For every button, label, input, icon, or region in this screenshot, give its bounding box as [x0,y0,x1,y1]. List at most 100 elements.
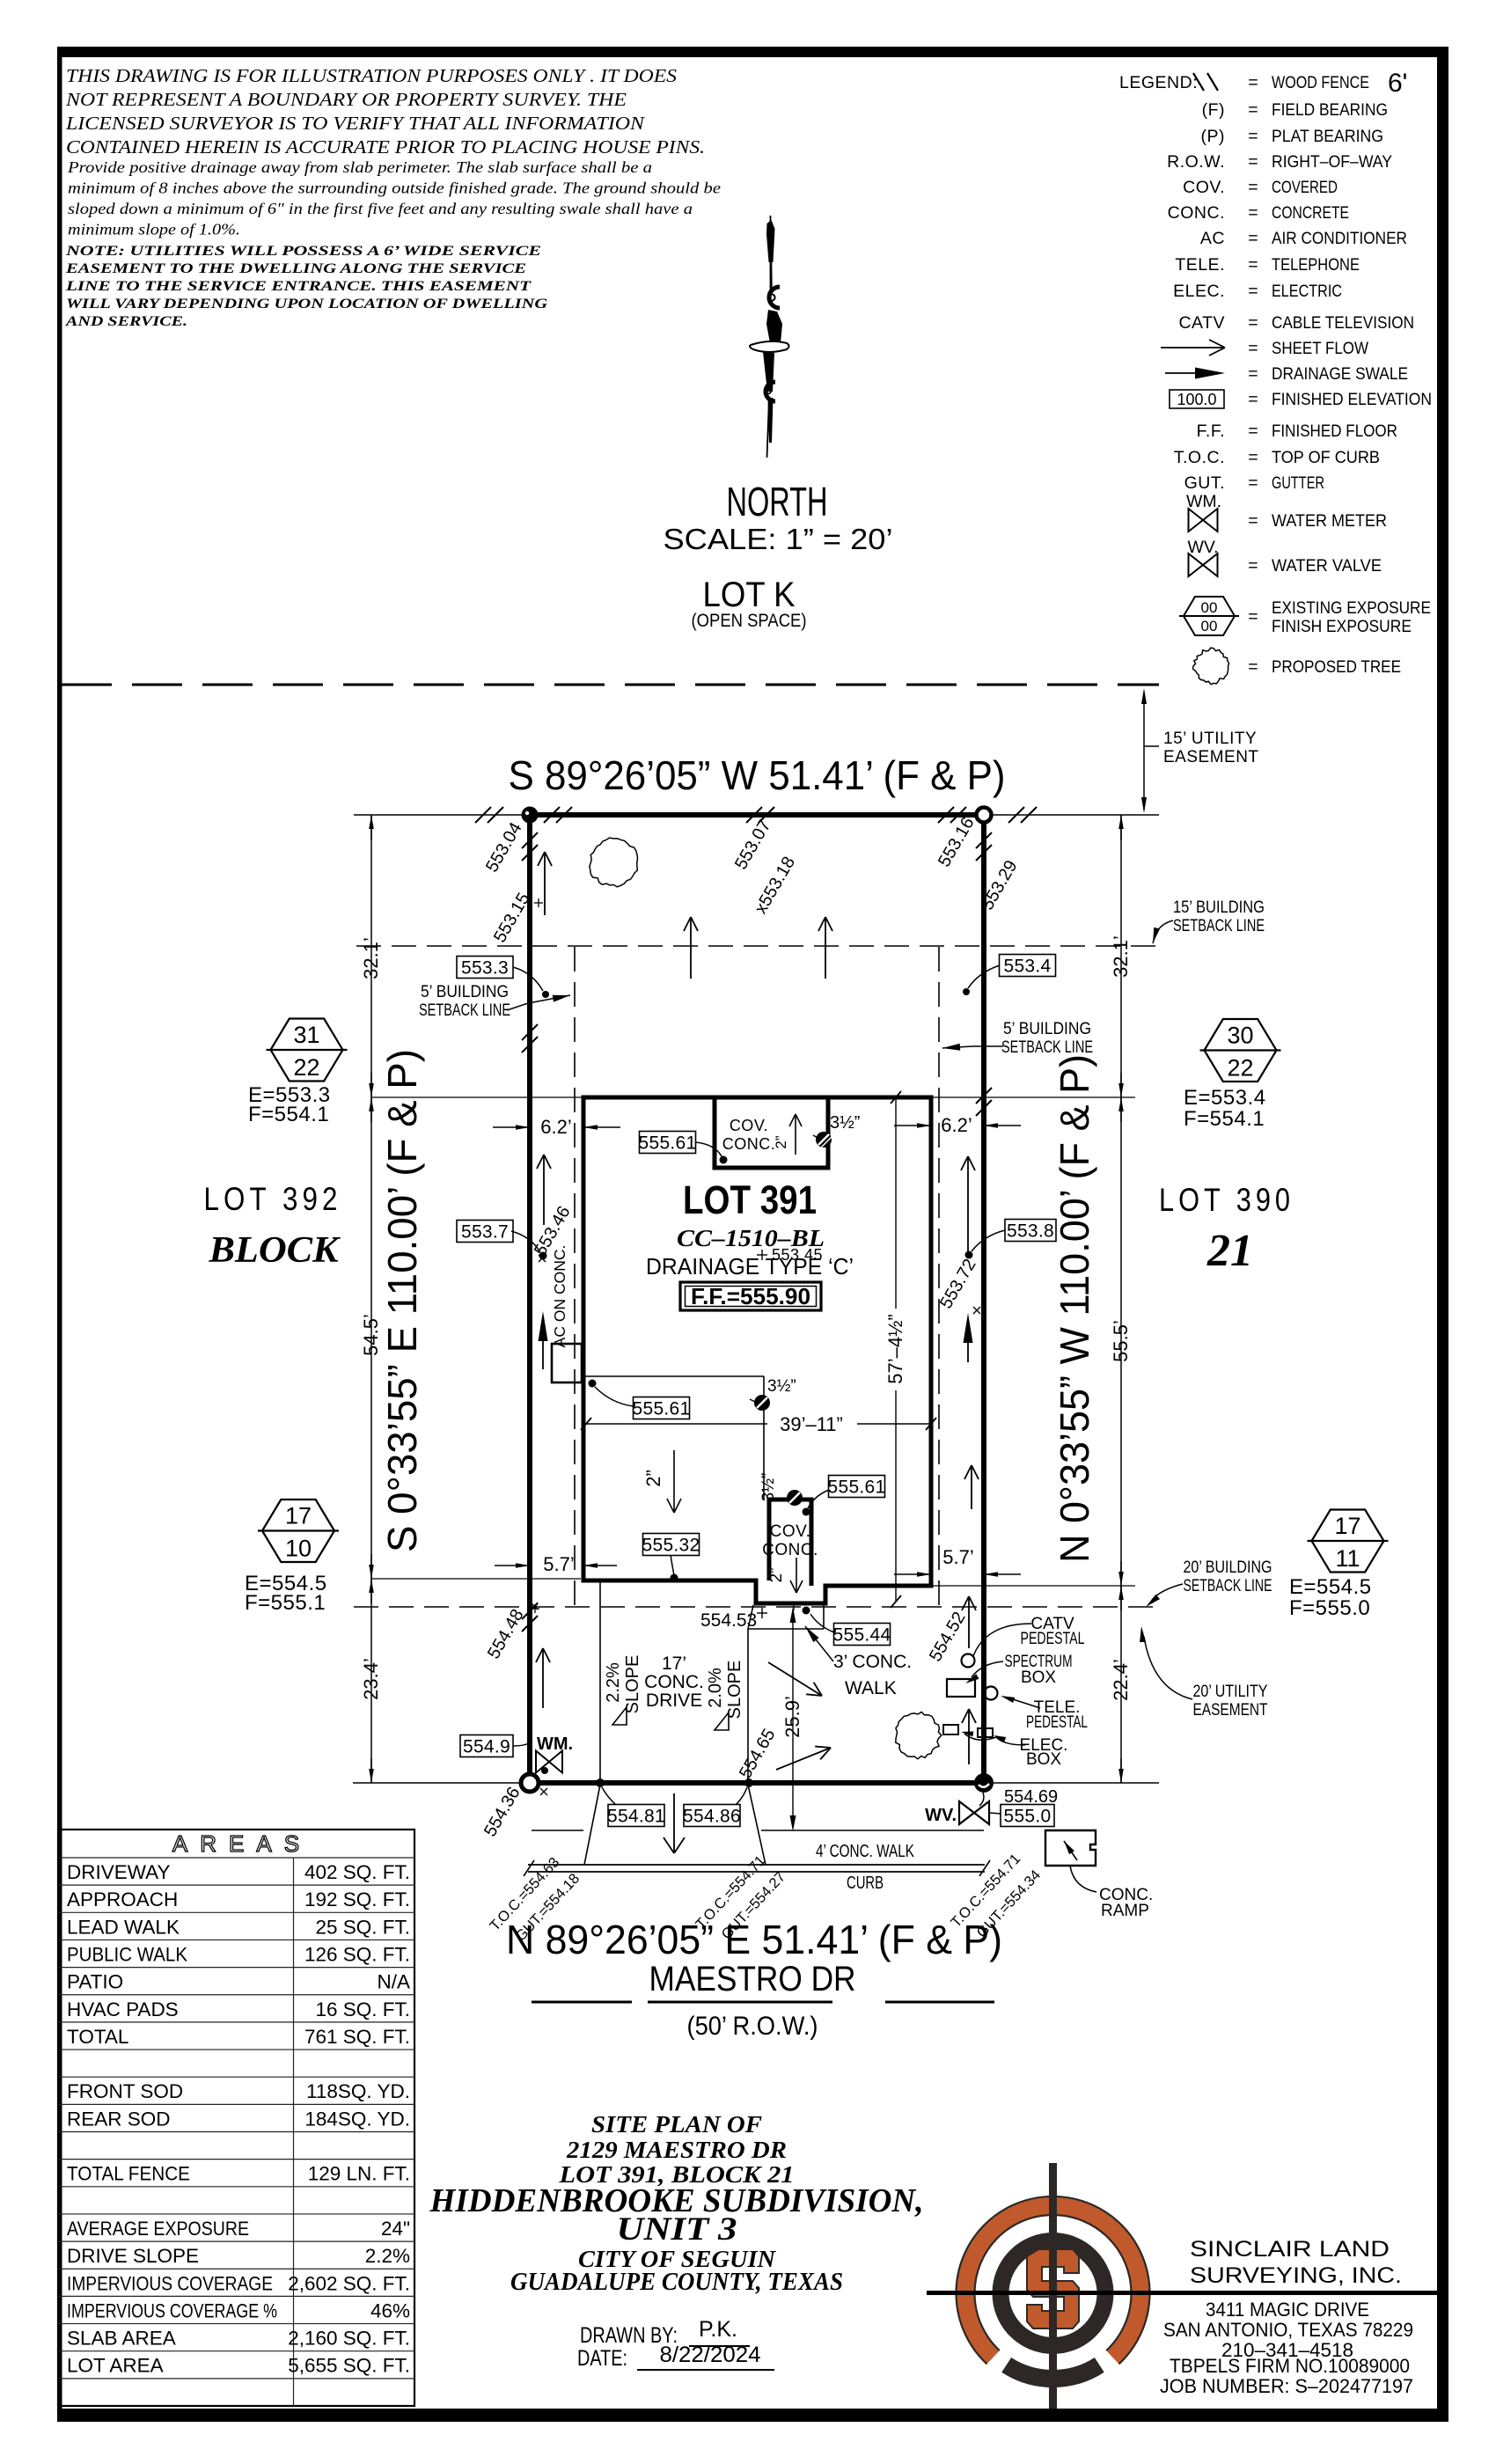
svg-text:WV.: WV. [1187,538,1218,557]
svg-text:22.4’: 22.4’ [1110,1659,1132,1701]
svg-text:CURB: CURB [847,1874,884,1893]
svg-text:N 89°26’05” E 51.41’ (F &: N 89°26’05” E 51.41’ (F & P) [506,1917,1002,1962]
svg-text:=: = [1248,448,1258,467]
svg-text:N 0°33’55” W 110.00’ (F &: N 0°33’55” W 110.00’ (F & P) [1052,1054,1097,1563]
svg-text:554.69: 554.69 [1004,1787,1058,1807]
svg-text:LICENSED SURVEYOR IS TO VERIFY: LICENSED SURVEYOR IS TO VERIFY THAT ALL … [65,113,645,134]
svg-text:WM.: WM. [1186,492,1221,511]
svg-text:39’–11”: 39’–11” [780,1413,843,1435]
svg-text:minimum slope of 1.0%.: minimum slope of 1.0%. [68,221,240,238]
svg-text:SHEET FLOW: SHEET FLOW [1272,339,1369,358]
svg-text:553.45: 553.45 [772,1246,823,1264]
svg-text:22: 22 [293,1054,319,1081]
svg-text:LINE TO THE SERVICE ENTRANCE.: LINE TO THE SERVICE ENTRANCE. THIS EASEM… [65,279,532,294]
svg-text:54.5’: 54.5’ [360,1314,382,1356]
svg-text:LEGEND:: LEGEND: [1119,73,1198,92]
svg-text:57’–4½”: 57’–4½” [884,1314,906,1384]
svg-text:SLAB AREA: SLAB AREA [67,2328,176,2350]
svg-text:AND SERVICE.: AND SERVICE. [65,314,187,329]
svg-text:2.0%: 2.0% [706,1668,725,1708]
svg-text:=: = [1248,607,1258,627]
svg-text:GUTTER: GUTTER [1272,473,1324,493]
svg-text:WATER METER: WATER METER [1272,511,1387,531]
svg-text:CONTAINED HEREIN IS ACCURATE P: CONTAINED HEREIN IS ACCURATE PRIOR TO PL… [66,136,705,158]
svg-text:BOX: BOX [1026,1750,1061,1769]
svg-text:554.81: 554.81 [607,1807,665,1827]
svg-text:555.32: 555.32 [642,1536,700,1556]
svg-text:GUADALUPE COUNTY, TEXAS: GUADALUPE COUNTY, TEXAS [510,2268,843,2296]
svg-text:6.2’: 6.2’ [540,1116,571,1138]
svg-text:WALK: WALK [845,1678,897,1698]
svg-text:EASEMENT: EASEMENT [1163,748,1259,766]
svg-text:SURVEYING, INC.: SURVEYING, INC. [1190,2263,1402,2288]
svg-text:FINISHED ELEVATION: FINISHED ELEVATION [1272,390,1432,409]
svg-text:24": 24" [381,2218,410,2240]
svg-text:2.2%: 2.2% [604,1662,623,1703]
svg-text:SITE PLAN OF: SITE PLAN OF [591,2111,762,2138]
svg-text:CONC.: CONC. [644,1672,704,1692]
svg-text:WATER VALVE: WATER VALVE [1272,556,1382,576]
svg-text:THIS DRAWING IS FOR ILLUSTRATI: THIS DRAWING IS FOR ILLUSTRATION PURPOSE… [66,65,678,86]
svg-text:5’ BUILDING: 5’ BUILDING [1003,1020,1091,1038]
svg-text:SETBACK LINE: SETBACK LINE [1184,1577,1272,1595]
svg-text:TELE.: TELE. [1034,1698,1081,1717]
svg-text:=: = [1248,152,1258,172]
svg-text:555.61: 555.61 [638,1133,696,1154]
svg-text:LOT K: LOT K [703,576,796,614]
svg-text:CATV: CATV [1030,1615,1074,1633]
svg-text:E=553.4: E=553.4 [1184,1086,1266,1110]
svg-text:N/A: N/A [377,1971,410,1993]
svg-text:AC ON CONC.: AC ON CONC. [551,1245,568,1348]
svg-text:3’ CONC.: 3’ CONC. [833,1652,912,1672]
svg-text:4’ CONC. WALK: 4’ CONC. WALK [816,1842,914,1861]
svg-text:184SQ. YD.: 184SQ. YD. [304,2108,410,2130]
svg-text:16 SQ. FT.: 16 SQ. FT. [315,1998,410,2020]
svg-text:BOX: BOX [1021,1668,1056,1687]
svg-text:F=555.0: F=555.0 [1289,1596,1370,1620]
svg-text:HIDDENBROOKE SUBDIVISION,: HIDDENBROOKE SUBDIVISION, [429,2182,924,2219]
svg-text:32.1’: 32.1’ [1110,935,1132,978]
svg-text:NOTE: UTILITIES WILL POSSESS A: NOTE: UTILITIES WILL POSSESS A 6’ WIDE S… [65,244,541,259]
svg-text:HVAC PADS: HVAC PADS [67,1998,179,2020]
svg-text:=: = [1248,313,1258,333]
svg-text:LOT 390: LOT 390 [1159,1182,1294,1218]
svg-text:555.61: 555.61 [632,1399,690,1419]
svg-text:CC–1510–BL: CC–1510–BL [677,1225,825,1251]
svg-text:5.7’: 5.7’ [543,1553,574,1575]
svg-text:P.K.: P.K. [699,2317,737,2342]
svg-text:WV.: WV. [925,1806,957,1825]
svg-text:AIR CONDITIONER: AIR CONDITIONER [1272,229,1407,248]
svg-text:x553.18: x553.18 [751,854,799,918]
svg-text:2.2%: 2.2% [365,2245,410,2267]
svg-text:F=554.1: F=554.1 [248,1103,329,1126]
svg-text:=: = [1248,100,1258,120]
svg-text:=: = [1248,127,1258,146]
svg-text:E=554.5: E=554.5 [1289,1575,1372,1599]
svg-text:32.1’: 32.1’ [360,937,382,979]
svg-text:DRAWN BY:: DRAWN BY: [580,2323,678,2348]
svg-text:MAESTRO DR: MAESTRO DR [649,1960,856,1998]
svg-text:IMPERVIOUS COVERAGE: IMPERVIOUS COVERAGE [67,2272,273,2294]
svg-text:CATV: CATV [1178,313,1225,333]
svg-text:FRONT SOD: FRONT SOD [67,2080,183,2102]
svg-text:6.2’: 6.2’ [941,1114,972,1136]
svg-text:553.3: 553.3 [461,958,509,979]
svg-text:553.72: 553.72 [936,1256,980,1312]
svg-text:20’ BUILDING: 20’ BUILDING [1184,1558,1272,1577]
svg-text:UNIT 3: UNIT 3 [617,2211,737,2248]
svg-text:CITY OF SEGUIN: CITY OF SEGUIN [578,2246,777,2272]
svg-text:LOT 391, BLOCK 21: LOT 391, BLOCK 21 [558,2161,794,2188]
svg-text:TELEPHONE: TELEPHONE [1272,255,1360,275]
svg-text:ELEC.: ELEC. [1020,1736,1068,1755]
svg-text:PEDESTAL: PEDESTAL [1021,1630,1085,1648]
svg-text:LOT 391: LOT 391 [683,1177,817,1222]
svg-text:E=554.5: E=554.5 [245,1572,327,1595]
svg-text:(50’ R.O.W.): (50’ R.O.W.) [687,2012,818,2041]
svg-text:EXISTING EXPOSURE: EXISTING EXPOSURE [1272,598,1431,618]
svg-text:CONC.: CONC. [762,1541,818,1559]
svg-text:S 0°33’55” E 110.00’ (F &: S 0°33’55” E 110.00’ (F & P) [379,1049,425,1552]
svg-text:17’: 17’ [662,1654,686,1674]
svg-text:LOT 392: LOT 392 [204,1181,342,1217]
svg-text:AC: AC [1200,229,1225,248]
svg-text:554.9: 554.9 [463,1737,510,1757]
